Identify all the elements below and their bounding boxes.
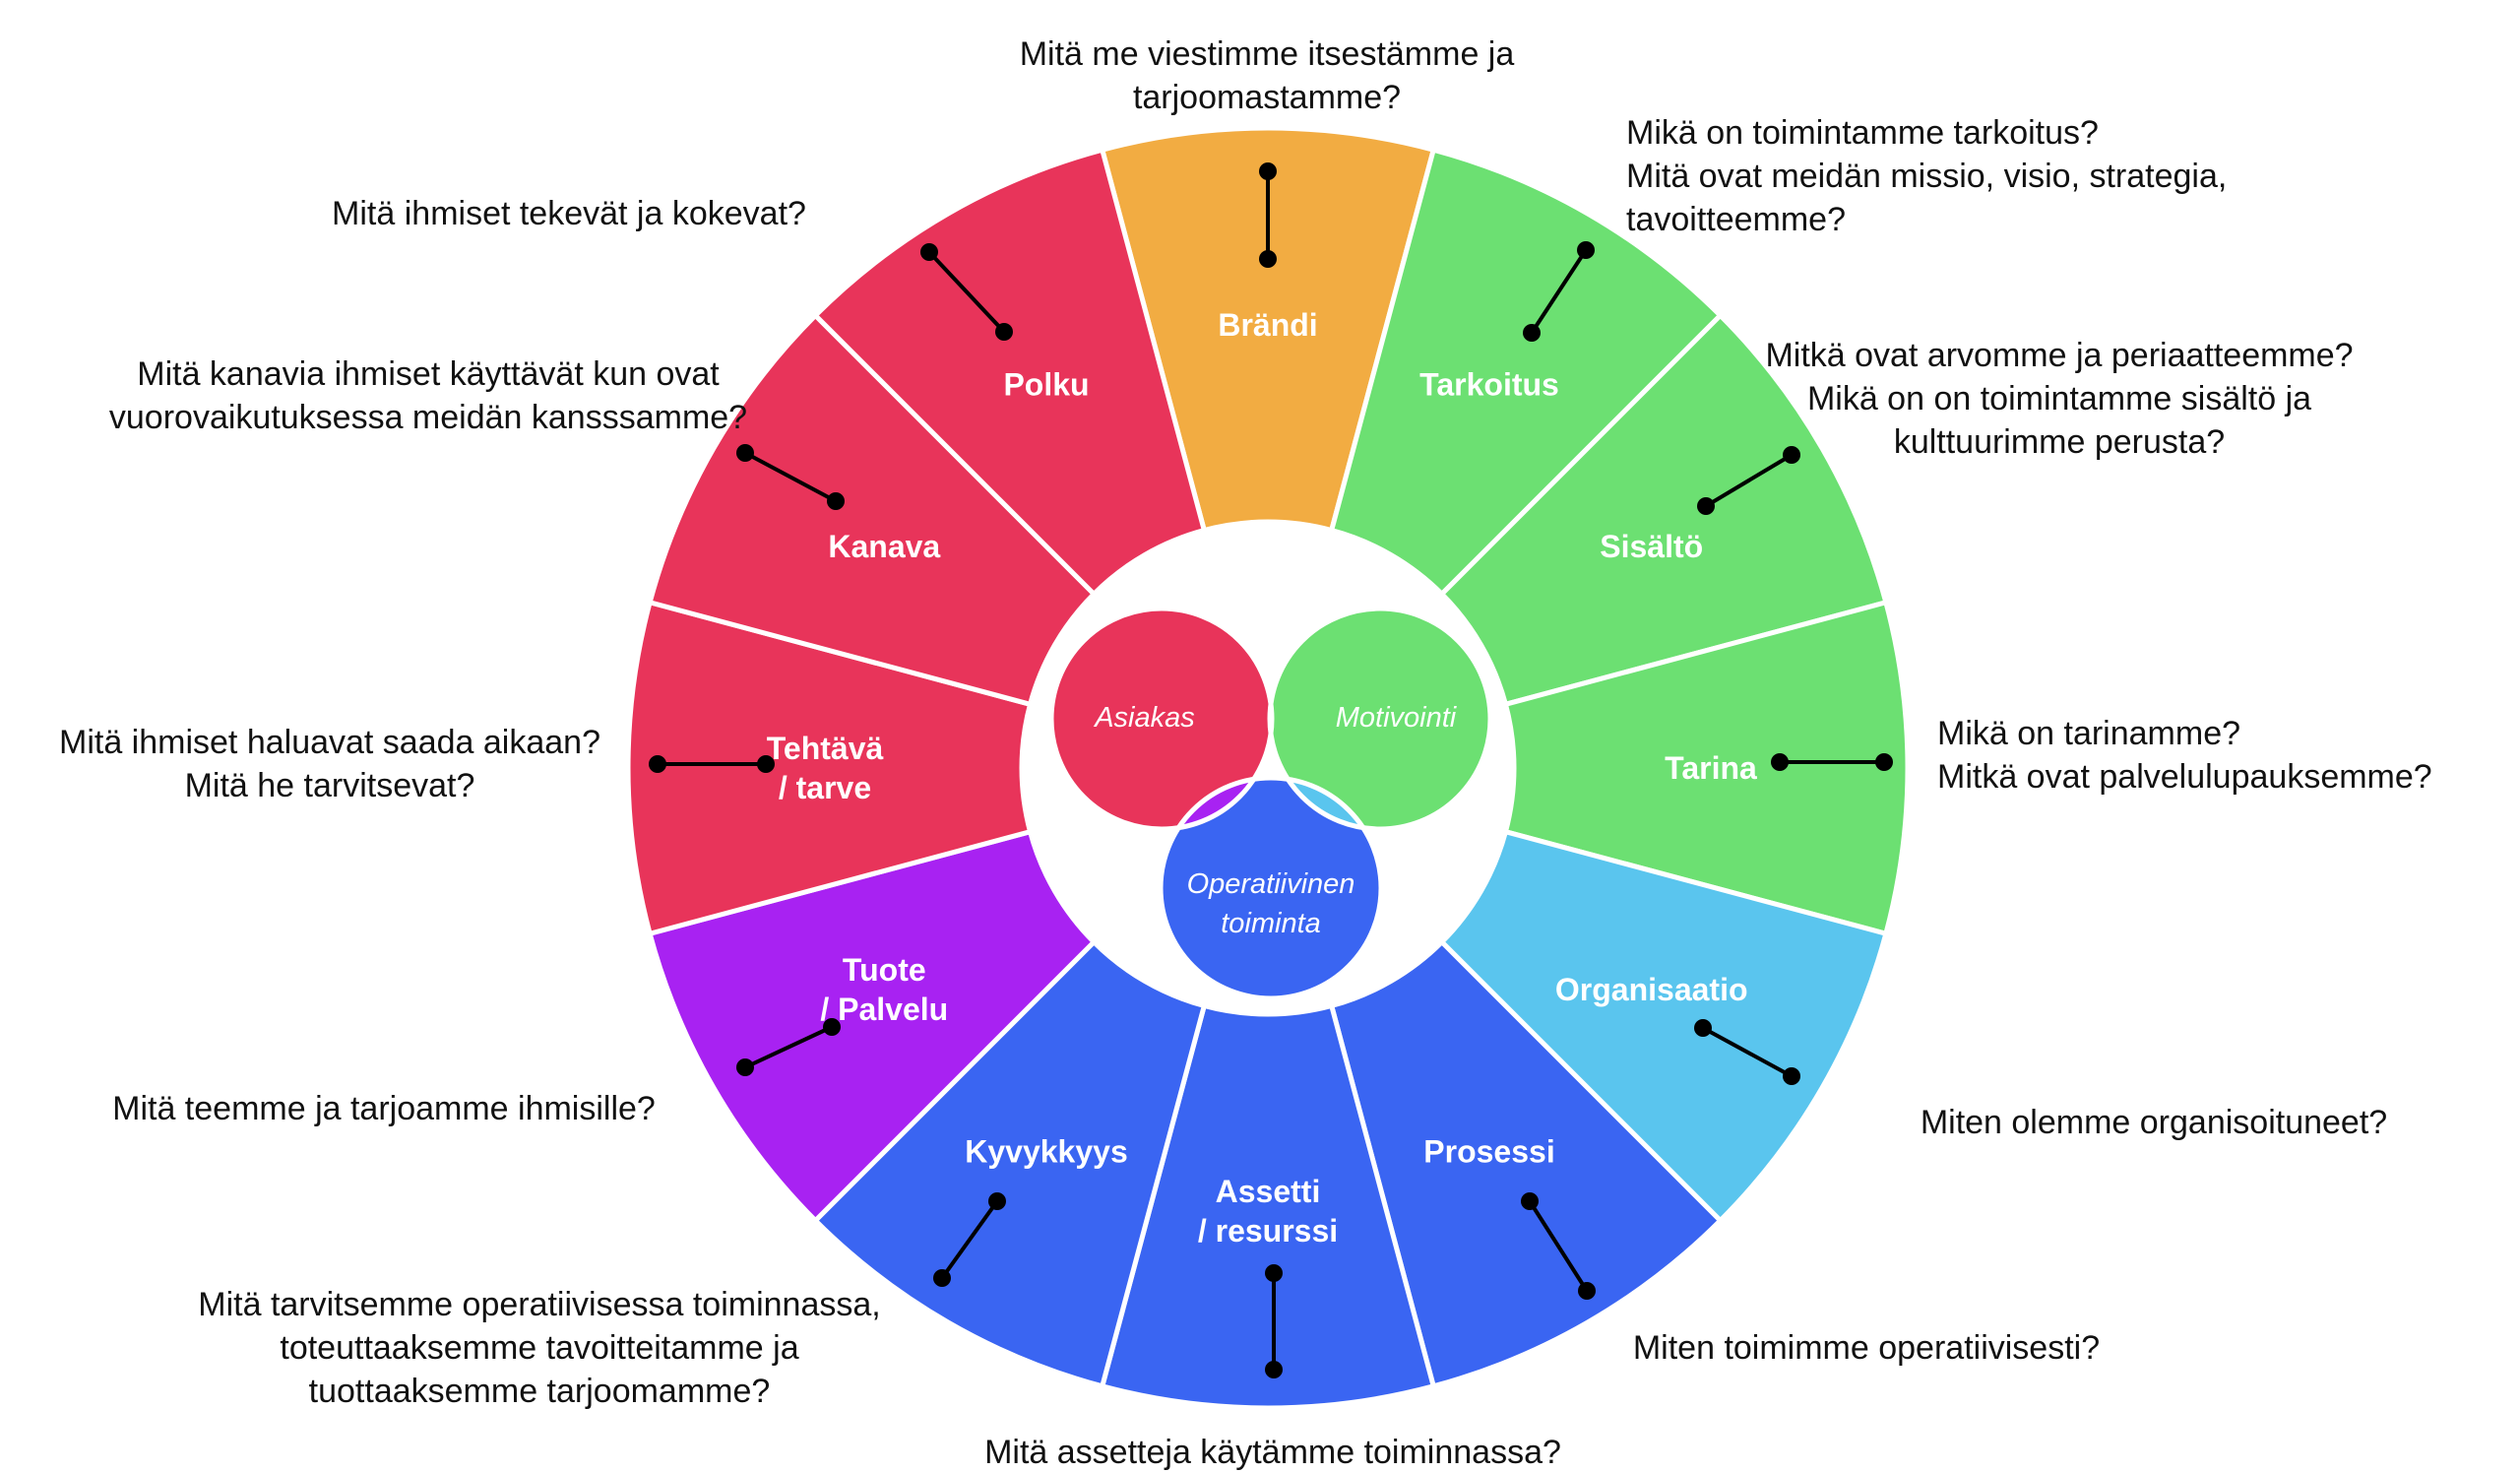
question-prosessi: Miten toimimme operatiivisesti? (1633, 1329, 2100, 1367)
segment-label-tarina: Tarina (1665, 750, 1757, 786)
connector-dot-inner-tehtava (757, 755, 775, 773)
connector-dot-outer-polku (920, 243, 938, 261)
segment-tuote (647, 828, 1098, 1225)
connector-line-polku (927, 250, 1006, 334)
connector-dot-inner-kyvykkyys (988, 1192, 1006, 1210)
segment-tarina (1502, 599, 1911, 937)
question-organisaatio: Miten olemme organisoituneet? (1921, 1104, 2387, 1141)
connector-dot-inner-assetti (1265, 1264, 1283, 1282)
connector-dot-outer-prosessi (1578, 1282, 1596, 1300)
segment-sisalto (1438, 311, 1889, 708)
ring-labels: BrändiTarkoitusSisältöTarinaOrganisaatio… (767, 307, 1757, 1249)
connector-dot-outer-organisaatio (1783, 1067, 1800, 1085)
venn-label-motivation: Motivointi (1336, 702, 1458, 734)
connector-dot-inner-prosessi (1521, 1192, 1539, 1210)
segment-label-organisaatio: Organisaatio (1555, 972, 1748, 1007)
connector-dot-outer-sisalto (1783, 446, 1800, 464)
connector-dot-outer-assetti (1265, 1361, 1283, 1378)
connector-dot-outer-tarina (1875, 753, 1893, 771)
connector-line-prosessi (1528, 1199, 1589, 1293)
connector-dot-outer-kyvykkyys (933, 1269, 951, 1287)
connector-line-sisalto (1704, 453, 1794, 508)
segment-label-kyvykkyys: Kyvykkyys (965, 1134, 1127, 1170)
connector-dot-inner-brandi (1259, 250, 1277, 268)
connector-dot-inner-sisalto (1697, 497, 1715, 515)
segment-label-sisalto: Sisältö (1600, 529, 1703, 564)
segment-prosessi (1328, 938, 1725, 1389)
segment-organisaatio (1438, 828, 1889, 1225)
segment-tehtava (625, 599, 1034, 937)
segment-label-tehtava: Tehtävä/ tarve (767, 731, 884, 805)
segment-label-kanava: Kanava (828, 529, 940, 564)
question-tehtava: Mitä ihmiset haluavat saada aikaan?Mitä … (59, 724, 600, 804)
venn-outline-motivation (1267, 606, 1493, 832)
connector-dot-inner-polku (995, 323, 1013, 341)
venn-circle-customer (1051, 608, 1272, 829)
outer-ring (625, 125, 1911, 1411)
segment-assetti (1099, 1002, 1437, 1411)
question-polku: Mitä ihmiset tekevät ja kokevat? (332, 195, 806, 232)
segment-kanava (647, 311, 1098, 708)
connector-dot-outer-tuote (736, 1058, 754, 1076)
venn-circle-motivation (1270, 608, 1490, 829)
connector-dot-outer-tehtava (649, 755, 666, 773)
question-kyvykkyys: Mitä tarvitsemme operatiivisessa toiminn… (198, 1286, 880, 1410)
segment-label-assetti: Assetti/ resurssi (1198, 1174, 1338, 1249)
connector-line-organisaatio (1702, 1026, 1793, 1078)
segment-tarkoitus (1328, 147, 1725, 598)
segment-label-polku: Polku (1003, 366, 1089, 402)
venn-label-customer: Asiakas (1093, 702, 1195, 734)
connector-line-kyvykkyys (940, 1199, 999, 1280)
connector-dot-outer-tarkoitus (1577, 241, 1595, 259)
segment-kyvykkyys (811, 938, 1208, 1389)
connector-line-tuote (744, 1025, 833, 1069)
question-tarina: Mikä on tarinamme?Mitkä ovat palvelulupa… (1937, 715, 2432, 796)
question-assetti: Mitä assetteja käytämme toiminnassa? (984, 1434, 1561, 1471)
question-sisalto: Mitkä ovat arvomme ja periaatteemme?Mikä… (1765, 337, 2353, 461)
segment-brandi (1099, 125, 1437, 534)
segment-label-brandi: Brändi (1218, 307, 1317, 343)
connector-dot-inner-tarina (1771, 753, 1789, 771)
connector-line-tarkoitus (1530, 248, 1588, 335)
segment-label-tarkoitus: Tarkoitus (1419, 366, 1559, 402)
segment-label-prosessi: Prosessi (1423, 1134, 1554, 1170)
connector-dot-outer-brandi (1259, 162, 1277, 180)
question-tarkoitus: Mikä on toimintamme tarkoitus?Mitä ovat … (1626, 114, 2227, 238)
segment-polku (811, 147, 1208, 598)
connectors (649, 162, 1893, 1378)
connector-line-kanava (744, 451, 837, 503)
connector-dot-inner-kanava (827, 492, 845, 510)
venn-outline-operations (1158, 775, 1384, 1001)
connector-dot-inner-organisaatio (1694, 1019, 1712, 1037)
venn-circle-operations (1161, 778, 1381, 998)
question-tuote: Mitä teemme ja tarjoamme ihmisille? (112, 1090, 656, 1127)
connector-dot-inner-tarkoitus (1523, 324, 1541, 342)
connector-dot-outer-kanava (736, 444, 754, 462)
segment-label-tuote: Tuote/ Palvelu (820, 952, 948, 1027)
connector-dot-inner-tuote (823, 1018, 841, 1036)
